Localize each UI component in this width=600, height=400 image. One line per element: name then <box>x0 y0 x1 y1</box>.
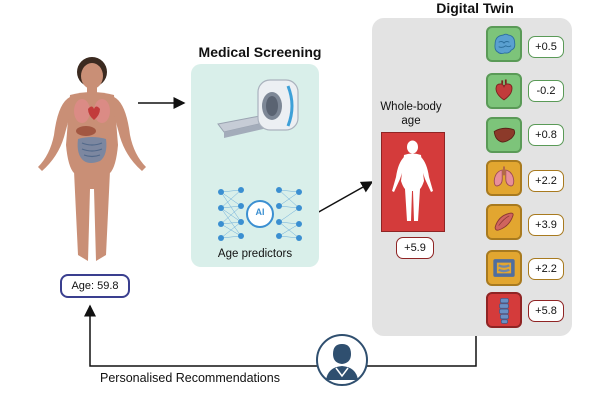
intestine-delta: +2.2 <box>528 258 564 280</box>
whole-body-age-label: Whole-body age <box>380 101 442 127</box>
muscle-icon <box>494 212 514 231</box>
lungs-icon <box>493 166 515 187</box>
liver-organ-box <box>486 117 522 153</box>
digital-twin-title: Digital Twin <box>436 0 514 16</box>
muscle-organ-box <box>486 204 522 240</box>
age-predictors-label: Age predictors <box>217 248 293 260</box>
heart-icon <box>495 79 513 101</box>
brain-delta: +0.5 <box>528 36 564 58</box>
muscle-delta: +3.9 <box>528 214 564 236</box>
brain-icon <box>494 33 516 55</box>
whole-body-box <box>381 132 445 232</box>
lungs-organ-box <box>486 160 522 196</box>
liver-icon <box>493 127 516 143</box>
liver-delta: +0.8 <box>528 124 564 146</box>
medical-screening-title: Medical Screening <box>198 44 322 60</box>
lungs-delta: +2.2 <box>528 170 564 192</box>
spine-organ-box <box>486 292 522 328</box>
whole-body-delta: +5.9 <box>396 237 434 259</box>
ai-label: AI <box>255 207 265 217</box>
brain-organ-box <box>486 26 522 62</box>
personalised-recommendations-label: Personalised Recommendations <box>100 371 280 385</box>
intestine-icon <box>493 259 515 277</box>
patient-figure <box>38 57 146 261</box>
doctor-avatar-icon <box>316 334 368 386</box>
heart-organ-box <box>486 73 522 109</box>
mri-scanner-icon <box>217 79 299 138</box>
loop-twin-to-doctor <box>364 336 477 367</box>
spine-icon <box>499 298 509 324</box>
intestine-organ-box <box>486 250 522 286</box>
human-body-icon <box>392 140 433 221</box>
spine-delta: +5.8 <box>528 300 564 322</box>
patient-age-badge: Age: 59.8 <box>60 274 130 298</box>
neural-network-icon <box>218 187 302 241</box>
heart-delta: -0.2 <box>528 80 564 102</box>
loop-doctor-to-patient <box>84 304 318 367</box>
